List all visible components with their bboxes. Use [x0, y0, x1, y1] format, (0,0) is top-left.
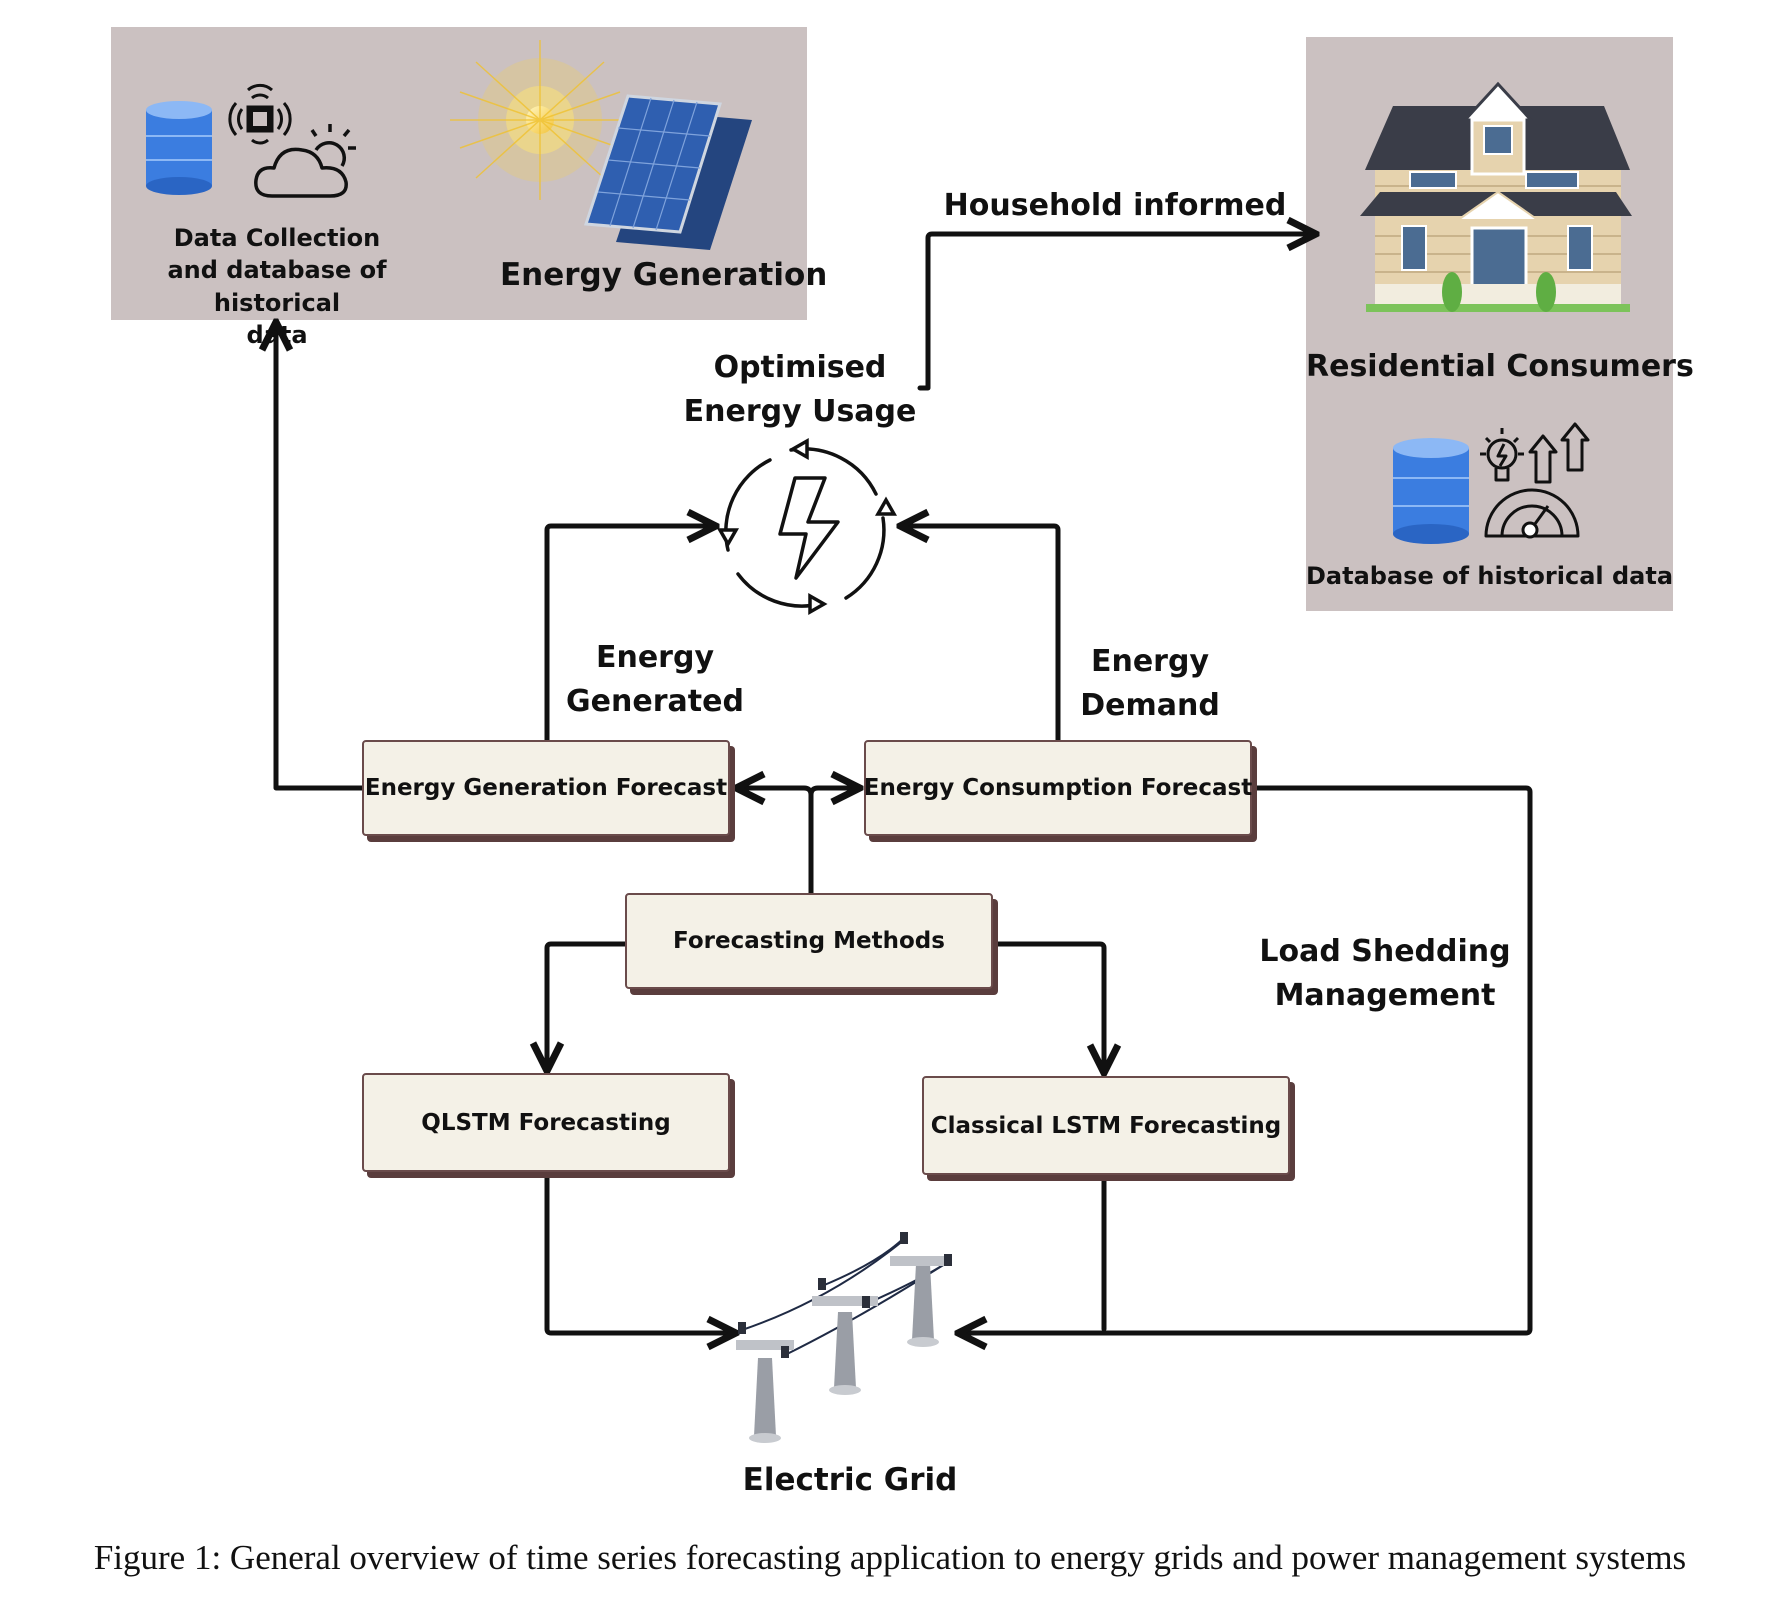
- consumption-meter-icon: [1480, 422, 1590, 539]
- electric-grid-label: Electric Grid: [742, 1462, 958, 1498]
- arrow-methods-to-consumption: [808, 788, 860, 795]
- figure-caption: Figure 1: General overview of time serie…: [93, 1538, 1687, 1577]
- arrow-to-qlstm: [547, 941, 628, 1071]
- sensor-chip-icon: [228, 83, 292, 145]
- energy-consumption-forecast-box: Energy Consumption Forecast: [864, 740, 1252, 836]
- electric-grid-icon: [736, 1232, 952, 1443]
- arrow-methods-to-generation: [736, 788, 814, 896]
- energy-generation-label: Energy Generation: [500, 257, 828, 293]
- arrow-to-data-collection: [276, 322, 365, 791]
- data-collection-label: Data Collection and database of historic…: [167, 224, 387, 350]
- residential-consumers-label: Residential Consumers: [1306, 349, 1694, 384]
- arrow-household-informed: [917, 234, 1316, 391]
- energy-generated-label: Energy Generated: [566, 640, 744, 719]
- sun-icon: [450, 40, 630, 200]
- forecasting-methods-box: Forecasting Methods: [625, 893, 993, 989]
- energy-demand-label: Energy Demand: [1080, 644, 1220, 723]
- energy-cycle-icon: [716, 437, 898, 616]
- database-icon: [146, 101, 212, 195]
- solar-panel-icon: [583, 94, 752, 250]
- qlstm-forecasting-box: QLSTM Forecasting: [362, 1073, 730, 1172]
- arrow-to-classical-lstm: [991, 941, 1104, 1073]
- arrow-energy-demand: [900, 526, 1061, 743]
- arrow-energy-generated: [544, 526, 716, 743]
- household-informed-label: Household informed: [943, 188, 1287, 223]
- optimised-energy-usage-label: Optimised Energy Usage: [683, 350, 917, 429]
- load-shedding-label: Load Shedding Management: [1259, 934, 1511, 1013]
- consumer-database-icon: [1393, 438, 1469, 544]
- arrow-load-shedding: [958, 785, 1533, 1333]
- house-icon: [1360, 81, 1632, 312]
- classical-lstm-forecasting-box: Classical LSTM Forecasting: [922, 1076, 1290, 1175]
- energy-generation-forecast-box: Energy Generation Forecast: [362, 740, 730, 836]
- arrow-qlstm-to-grid: [544, 1171, 736, 1333]
- historical-database-label: Database of historical data: [1306, 562, 1674, 590]
- weather-cloud-icon: [254, 124, 356, 198]
